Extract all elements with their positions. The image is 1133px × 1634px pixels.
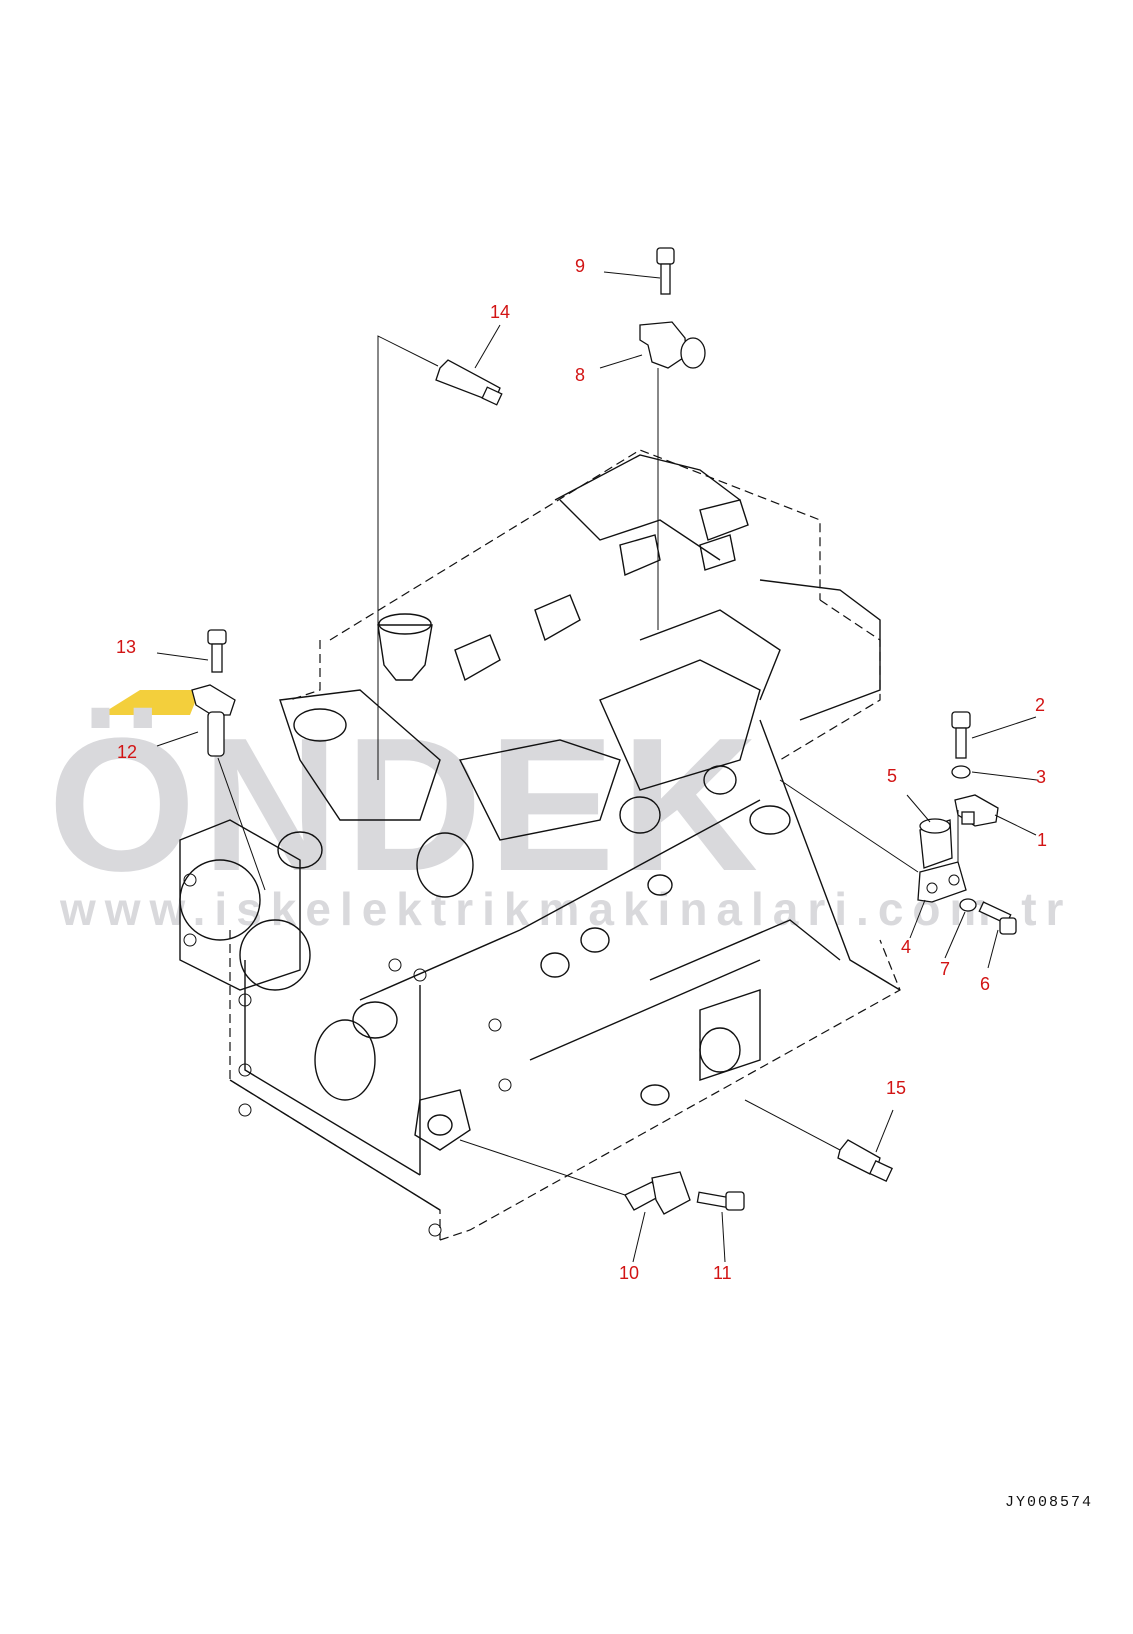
part-4-bracket xyxy=(779,779,967,903)
callout-6: 6 xyxy=(980,974,990,994)
part-14-sensor xyxy=(377,335,503,780)
part-10-sensor xyxy=(459,1139,691,1215)
leader-lines xyxy=(156,271,1038,1263)
callout-labels: 2 3 1 5 4 7 6 9 8 14 13 12 15 10 11 xyxy=(116,256,1047,1283)
part-7-washer xyxy=(959,898,977,912)
part-5-spacer xyxy=(919,818,953,869)
callout-3: 3 xyxy=(1036,767,1046,787)
callout-9: 9 xyxy=(575,256,585,276)
injector-group xyxy=(454,499,749,682)
callout-7: 7 xyxy=(940,959,950,979)
callout-15: 15 xyxy=(886,1078,906,1098)
watermark-accent-shape xyxy=(100,690,200,715)
callout-5: 5 xyxy=(887,766,897,786)
part-11-bolt xyxy=(696,1191,745,1211)
callout-13: 13 xyxy=(116,637,136,657)
callout-4: 4 xyxy=(901,937,911,957)
callout-2: 2 xyxy=(1035,695,1045,715)
callout-14: 14 xyxy=(490,302,510,322)
part-8-sensor xyxy=(639,321,706,630)
engine-block-drawing xyxy=(179,449,901,1241)
bolt-heads xyxy=(183,873,512,1237)
callout-8: 8 xyxy=(575,365,585,385)
part-15-sensor xyxy=(744,1099,893,1183)
part-2-bolt xyxy=(951,711,971,759)
callout-1: 1 xyxy=(1037,830,1047,850)
watermark-url: www.iskelektrikmakinalari.com.tr xyxy=(59,883,1072,935)
part-9-bolt xyxy=(656,247,675,295)
part-3-washer xyxy=(951,765,971,779)
callout-10: 10 xyxy=(619,1263,639,1283)
callout-11: 11 xyxy=(713,1263,732,1283)
part-6-bolt xyxy=(978,901,1017,935)
document-id: JY008574 xyxy=(1004,1494,1093,1511)
callout-12: 12 xyxy=(117,742,137,762)
part-12-sensor xyxy=(191,684,266,891)
part-1-sensor xyxy=(954,794,999,827)
watermark-brand: ÖNDEK xyxy=(48,699,764,911)
parts xyxy=(191,247,1017,1215)
part-13-bolt xyxy=(207,629,227,673)
watermark: ÖNDEK www.iskelektrikmakinalari.com.tr xyxy=(48,690,1072,935)
